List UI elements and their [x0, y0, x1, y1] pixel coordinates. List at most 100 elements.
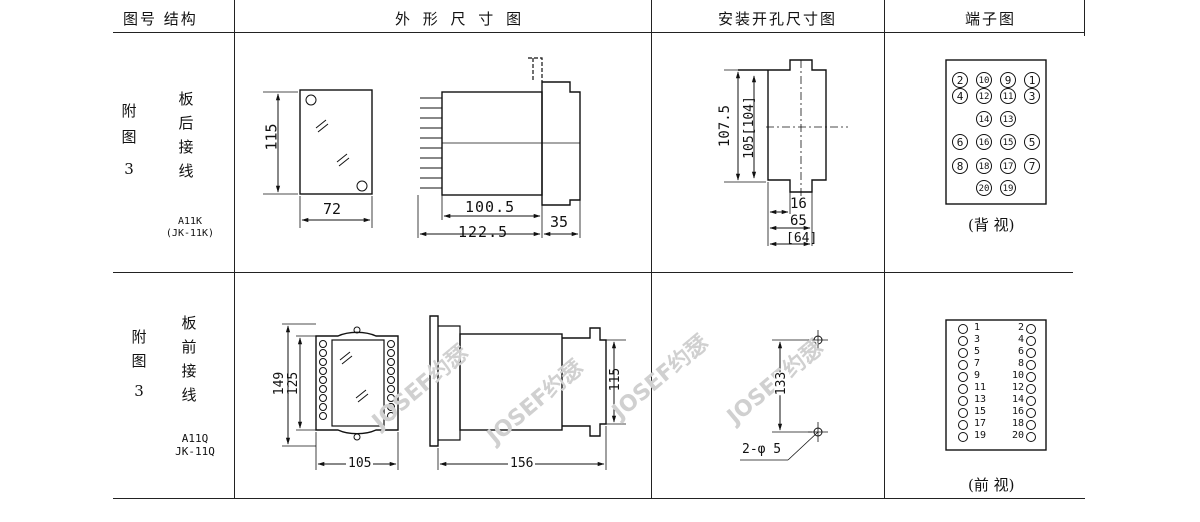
col-divider-2	[651, 0, 652, 498]
terminal-circle-9	[958, 372, 968, 382]
terminal-circle-17	[958, 420, 968, 430]
terminal-label-2: 2	[1017, 322, 1024, 333]
terminal-5: 5	[1024, 134, 1040, 150]
terminal-17: 17	[1000, 158, 1016, 174]
row1-dim-total-depth: 122.5	[458, 223, 509, 241]
row1-front-panel	[299, 89, 373, 195]
terminal-13: 13	[1000, 111, 1016, 127]
row1-caption: (背 视)	[968, 216, 1015, 234]
row2-model-line1: A11Q	[181, 432, 209, 445]
terminal-12: 12	[976, 88, 992, 104]
header-bottom-rule	[113, 32, 1085, 33]
row1-terminal-panel	[945, 59, 1047, 205]
terminal-circle-4	[1026, 336, 1036, 346]
row1-fig-char-1: 附	[121, 102, 137, 120]
row1-model-line1: A11K	[177, 216, 203, 227]
row2-side-body	[459, 333, 563, 431]
row2-fig-char-3: 3	[134, 382, 144, 400]
terminal-label-13: 13	[974, 394, 987, 405]
terminal-label-11: 11	[974, 382, 987, 393]
row2-dim-hole-spacing: 133	[774, 371, 790, 396]
terminal-circle-10	[1026, 372, 1036, 382]
terminal-label-7: 7	[974, 358, 981, 369]
row1-dim-body-depth: 100.5	[465, 198, 516, 216]
terminal-circle-15	[958, 408, 968, 418]
terminal-2: 2	[952, 72, 968, 88]
terminal-1: 1	[1024, 72, 1040, 88]
row2-model: A11Q JK-11Q	[155, 432, 235, 458]
terminal-circle-13	[958, 396, 968, 406]
row2-struct-char-4: 线	[181, 386, 197, 404]
terminal-label-12: 12	[1011, 382, 1024, 393]
row2-dim-depth: 156	[508, 456, 536, 471]
row2-struct-char-3: 接	[181, 362, 197, 380]
col-divider-3	[884, 0, 885, 498]
terminal-7: 7	[1024, 158, 1040, 174]
terminal-label-9: 9	[974, 370, 981, 381]
table-bottom-rule	[113, 498, 1085, 499]
terminal-15: 15	[1000, 134, 1016, 150]
row1-model-line2: (JK-11K)	[165, 228, 215, 239]
header-terminal-diagram: 端子图	[965, 10, 1017, 28]
row2-struct-char-2: 前	[181, 338, 197, 356]
terminal-label-8: 8	[1017, 358, 1024, 369]
row2-fig-char-1: 附	[131, 328, 147, 346]
terminal-label-17: 17	[974, 418, 987, 429]
terminal-label-14: 14	[1011, 394, 1024, 405]
row1-cut-w2: 65	[790, 213, 807, 229]
terminal-4: 4	[952, 88, 968, 104]
row1-screw-top	[305, 94, 317, 106]
terminal-18: 18	[976, 158, 992, 174]
row2-fig-char-2: 图	[131, 352, 147, 370]
row-divider	[113, 272, 1073, 273]
terminal-label-19: 19	[974, 430, 987, 441]
terminal-circle-19	[958, 432, 968, 442]
terminal-label-4: 4	[1017, 334, 1024, 345]
header-mounting-cutout: 安装开孔尺寸图	[718, 10, 838, 28]
terminal-label-6: 6	[1017, 346, 1024, 357]
watermark-text-1: JOSEF约瑟	[366, 340, 474, 436]
terminal-6: 6	[952, 134, 968, 150]
row1-struct-char-4: 线	[178, 162, 194, 180]
row2-front-terminals	[319, 340, 395, 420]
header-figure-structure: 图号 结构	[123, 10, 198, 28]
row1-cut-w1: 16	[790, 196, 807, 212]
terminal-3: 3	[1024, 88, 1040, 104]
row1-fig-char-2: 图	[121, 128, 137, 146]
terminal-circle-3	[958, 336, 968, 346]
terminal-14: 14	[976, 111, 992, 127]
row2-dim-outer-h: 149	[272, 371, 288, 396]
header-outline-dimensions: 外 形 尺 寸 图	[395, 10, 526, 28]
terminal-11: 11	[1000, 88, 1016, 104]
row1-struct-char-1: 板	[178, 90, 194, 108]
terminal-label-3: 3	[974, 334, 981, 345]
terminal-circle-20	[1026, 432, 1036, 442]
row2-dim-hole-dia: 2-φ 5	[742, 442, 782, 457]
terminal-circle-16	[1026, 408, 1036, 418]
row1-dim-width: 72	[323, 200, 342, 218]
terminal-10: 10	[976, 72, 992, 88]
col-divider-4	[1084, 0, 1085, 36]
row1-fig-char-3: 3	[124, 160, 134, 178]
terminal-19: 19	[1000, 180, 1016, 196]
row2-window	[331, 339, 385, 427]
terminal-label-20: 20	[1011, 430, 1024, 441]
terminal-16: 16	[976, 134, 992, 150]
terminal-circle-8	[1026, 360, 1036, 370]
row2-flange	[315, 331, 399, 435]
row1-dim-front: 35	[550, 213, 569, 231]
row2-dim-side-h: 115	[608, 367, 624, 392]
terminal-label-16: 16	[1011, 406, 1024, 417]
terminal-circle-2	[1026, 324, 1036, 334]
row2-terminal-panel	[945, 319, 1047, 451]
row1-cutout-outline	[738, 59, 827, 193]
row1-struct-char-3: 接	[178, 138, 194, 156]
watermark: JOSEF约瑟 JOSEF约瑟 JOSEF约瑟 JOSEF约瑟	[366, 330, 829, 451]
row1-model: A11K (JK-11K)	[150, 216, 230, 240]
terminal-circle-5	[958, 348, 968, 358]
row2-dim-inner-h: 125	[286, 371, 302, 396]
terminal-label-1: 1	[974, 322, 981, 333]
terminal-circle-12	[1026, 384, 1036, 394]
